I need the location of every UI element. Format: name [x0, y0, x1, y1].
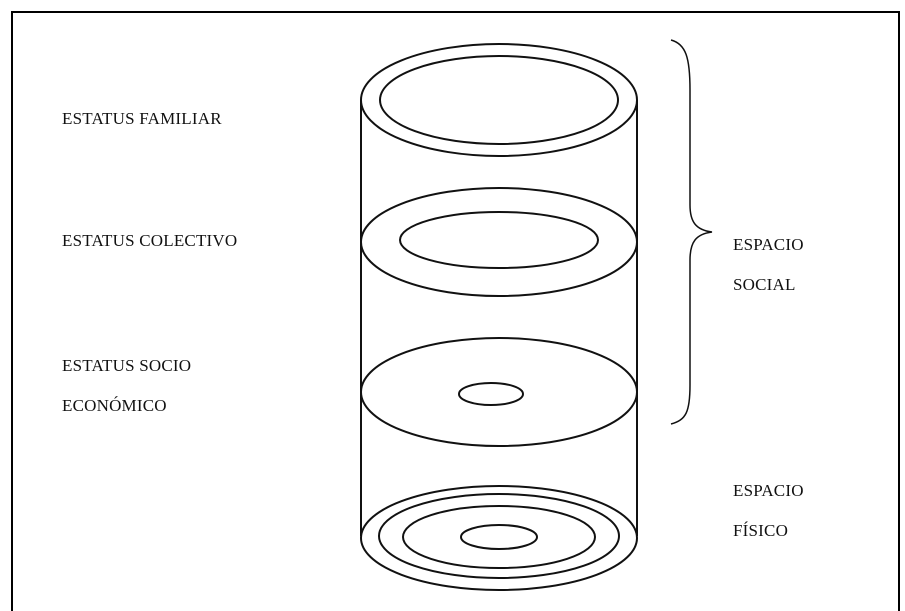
fisico-center — [460, 524, 538, 550]
colectivo-outer-ring — [360, 187, 638, 297]
socioeconomico-center — [458, 382, 524, 406]
familiar-inner-ring — [379, 55, 619, 145]
label-espacio-fisico: ESPACIO FÍSICO — [733, 481, 804, 540]
social-curly-brace — [670, 39, 713, 425]
label-estatus-socioeconomico: ESTATUS SOCIO ECONÓMICO — [62, 356, 192, 415]
label-estatus-colectivo: ESTATUS COLECTIVO — [62, 231, 238, 250]
colectivo-inner-ring — [399, 211, 599, 269]
socioeconomico-disc — [360, 337, 638, 447]
diagram-frame — [11, 11, 900, 611]
label-espacio-social: ESPACIO SOCIAL — [733, 235, 804, 294]
fisico-inner-ring — [402, 505, 596, 569]
label-estatus-familiar: ESTATUS FAMILIAR — [62, 109, 222, 128]
fisico-middle-ring — [378, 493, 620, 579]
fisico-outer-ring — [360, 485, 638, 591]
familiar-outer-ring — [360, 43, 638, 157]
